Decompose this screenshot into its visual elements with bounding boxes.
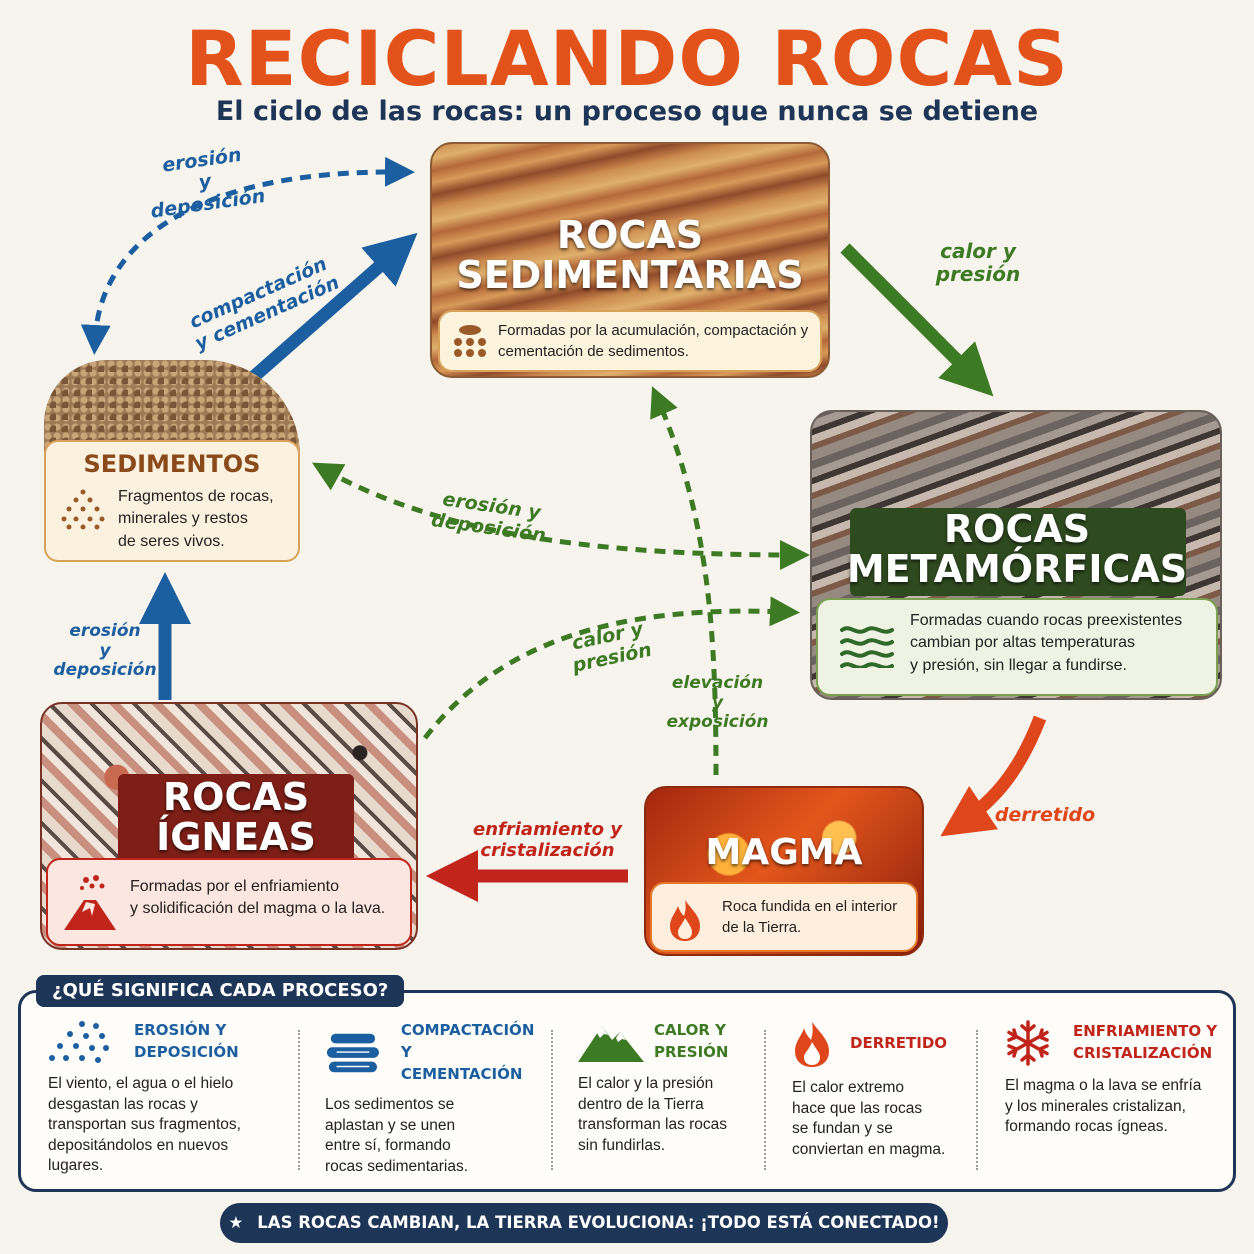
label-derretido: derretido xyxy=(994,804,1096,826)
legend-panel xyxy=(18,990,1236,1192)
magma-description: Roca fundida en el interior de la Tierra… xyxy=(722,898,898,936)
star-icon: ★ xyxy=(228,1213,244,1232)
flame-icon xyxy=(666,898,704,947)
igneas-title-bg xyxy=(118,774,354,862)
metamorficas-info: Formadas cuando rocas preexistentes camb… xyxy=(816,598,1218,696)
metamorficas-description: Formadas cuando rocas preexistentes camb… xyxy=(910,612,1183,674)
mountain-icon xyxy=(578,1026,644,1062)
page-subtitle: El ciclo de las rocas: un proceso que nu… xyxy=(215,96,1039,127)
volcano-icon xyxy=(62,874,118,937)
node-igneas: ROCAS ÍGNEAS Formadas por el enfriamient… xyxy=(40,702,418,950)
arrow-elevacion xyxy=(650,386,719,776)
arrow-derretido xyxy=(940,715,1047,837)
legend-divider xyxy=(976,1030,978,1170)
node-sedimentarias: ROCAS SEDIMENTARIAS Formadas por la acum… xyxy=(430,142,830,378)
igneas-info: Formadas por el enfriamiento y solidific… xyxy=(46,858,412,946)
sedimentos-description: Fragmentos de rocas, minerales y restos … xyxy=(118,488,274,550)
arrow-erosion-mid xyxy=(311,462,810,570)
dots-pile-icon xyxy=(60,488,106,535)
arrow-calor-right xyxy=(840,243,994,397)
metamorficas-title: ROCAS METAMÓRFICAS xyxy=(846,507,1188,591)
arrow-calor-mid xyxy=(423,596,800,740)
node-metamorficas: ROCAS METAMÓRFICAS Formadas cuando rocas… xyxy=(810,410,1222,700)
sedimentarias-title: ROCAS SEDIMENTARIAS xyxy=(456,213,804,297)
node-magma: MAGMA Roca fundida en el interior de la … xyxy=(644,786,924,956)
legend-divider xyxy=(551,1030,553,1170)
legend-divider xyxy=(298,1030,300,1170)
node-sedimentos: SEDIMENTOS Fragmentos de rocas, minerale… xyxy=(44,440,300,562)
layers-icon xyxy=(326,1033,379,1072)
igneas-description: Formadas por el enfriamiento y solidific… xyxy=(130,878,386,918)
arrow-compactacion xyxy=(245,232,418,385)
grains-icon xyxy=(452,322,488,365)
sedimentos-title: SEDIMENTOS xyxy=(83,450,261,478)
magma-info: Roca fundida en el interior de la Tierra… xyxy=(650,882,918,952)
sedimentarias-info: Formadas por la acumulación, compactació… xyxy=(438,310,822,372)
snowflake-icon xyxy=(1007,1020,1049,1066)
magma-title: MAGMA xyxy=(705,832,863,873)
igneas-title: ROCAS ÍGNEAS xyxy=(156,775,316,859)
legend-derretido-title: DERRETIDO xyxy=(850,1034,948,1053)
footer-text: LAS ROCAS CAMBIAN, LA TIERRA EVOLUCIONA:… xyxy=(257,1213,940,1232)
page-title: RECICLANDO ROCAS xyxy=(185,14,1069,103)
legend-divider xyxy=(764,1030,766,1170)
arrow-erosion-top xyxy=(80,156,415,355)
dots-icon xyxy=(49,1021,109,1063)
sedimentarias-description: Formadas por la acumulación, compactació… xyxy=(498,322,809,360)
legend-heading: ¿QUÉ SIGNIFICA CADA PROCESO? xyxy=(36,975,405,1007)
waves-icon xyxy=(840,624,894,673)
flame-icon xyxy=(795,1022,829,1067)
footer-banner: ★ LAS ROCAS CAMBIAN, LA TIERRA EVOLUCIONA… xyxy=(220,1203,948,1243)
metamorficas-title-bg xyxy=(850,508,1186,596)
